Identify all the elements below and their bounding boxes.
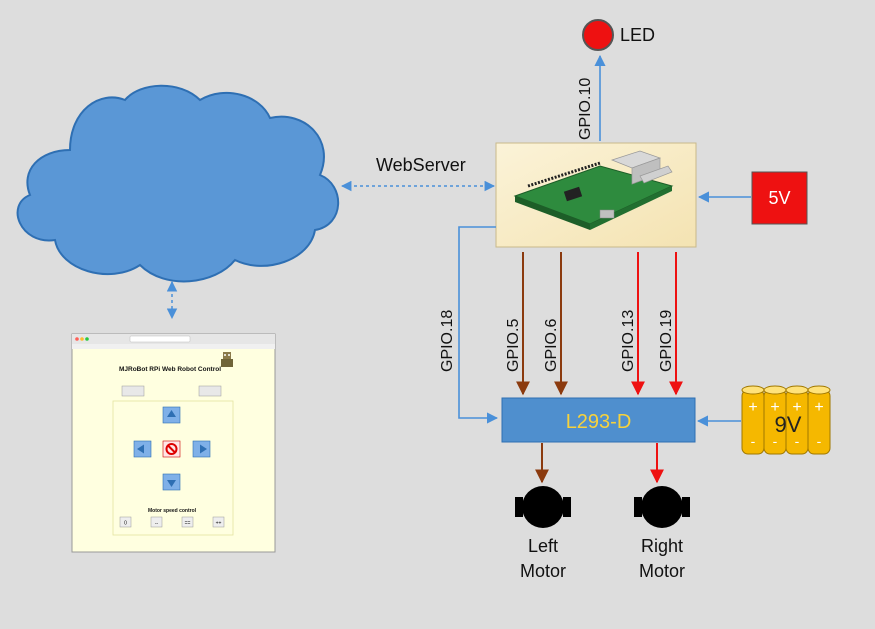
svg-text:-: - (795, 433, 800, 449)
gpio13-label: GPIO.13 (620, 310, 637, 372)
speed-button-0[interactable] (119, 516, 132, 528)
gpio18-label: GPIO.18 (439, 310, 456, 372)
browser-page-title: MJRoBot RPi Web Robot Control (119, 366, 221, 373)
svg-text:+: + (814, 399, 823, 416)
l293d-label: L293-D (566, 411, 632, 433)
speed-button-down[interactable] (150, 516, 163, 528)
right-motor-label-line1: Right (641, 536, 683, 556)
led: LED (582, 19, 655, 51)
led-off-button[interactable] (198, 385, 222, 397)
power-5v-label: 5V (768, 188, 790, 208)
battery-9v: + - + - + - + - 9V (741, 385, 831, 455)
right-motor-label-line2: Motor (639, 561, 685, 581)
svg-text:-: - (751, 433, 756, 449)
svg-text:+: + (770, 399, 779, 416)
speed-label: Motor speed control (148, 508, 197, 514)
gpio18-wire (458, 226, 499, 424)
gpio6-label: GPIO.6 (543, 319, 560, 372)
gpio5-label: GPIO.5 (505, 319, 522, 372)
led-on-button[interactable] (121, 385, 145, 397)
battery-label: 9V (775, 412, 802, 437)
window-zoom-dot[interactable] (85, 337, 89, 341)
right-motor-icon (634, 486, 690, 528)
speed-buttons: 0 -- == ++ (119, 516, 225, 528)
svg-text:--: -- (155, 521, 159, 527)
led-bulb-icon (582, 19, 614, 51)
internet-cloud (16, 84, 340, 283)
svg-text:-: - (817, 433, 822, 449)
svg-text:++: ++ (216, 521, 222, 527)
svg-text:-: - (773, 433, 778, 449)
left-motor-label-line2: Motor (520, 561, 566, 581)
window-close-dot[interactable] (75, 337, 79, 341)
power-5v-box (751, 171, 808, 225)
left-motor-label-line1: Left (528, 536, 558, 556)
webserver-label: WebServer (376, 155, 466, 175)
led-label: LED (620, 25, 655, 45)
svg-text:+: + (792, 399, 801, 416)
speed-button-up[interactable] (212, 516, 225, 528)
window-minimize-dot[interactable] (80, 337, 84, 341)
raspberry-pi (495, 142, 697, 248)
address-bar[interactable] (129, 335, 191, 343)
robot-icon (221, 352, 233, 367)
speed-button-equal[interactable] (181, 516, 194, 528)
svg-text:0: 0 (124, 521, 127, 527)
left-motor-icon (515, 486, 571, 528)
browser-window: MJRoBot RPi Web Robot Control Motor spee… (71, 333, 276, 553)
svg-text:+: + (748, 399, 757, 416)
gpio19-label: GPIO.19 (658, 310, 675, 372)
gpio-led-label: GPIO.10 (577, 78, 594, 140)
l293d-driver-box (501, 397, 696, 443)
svg-text:==: == (185, 521, 191, 527)
